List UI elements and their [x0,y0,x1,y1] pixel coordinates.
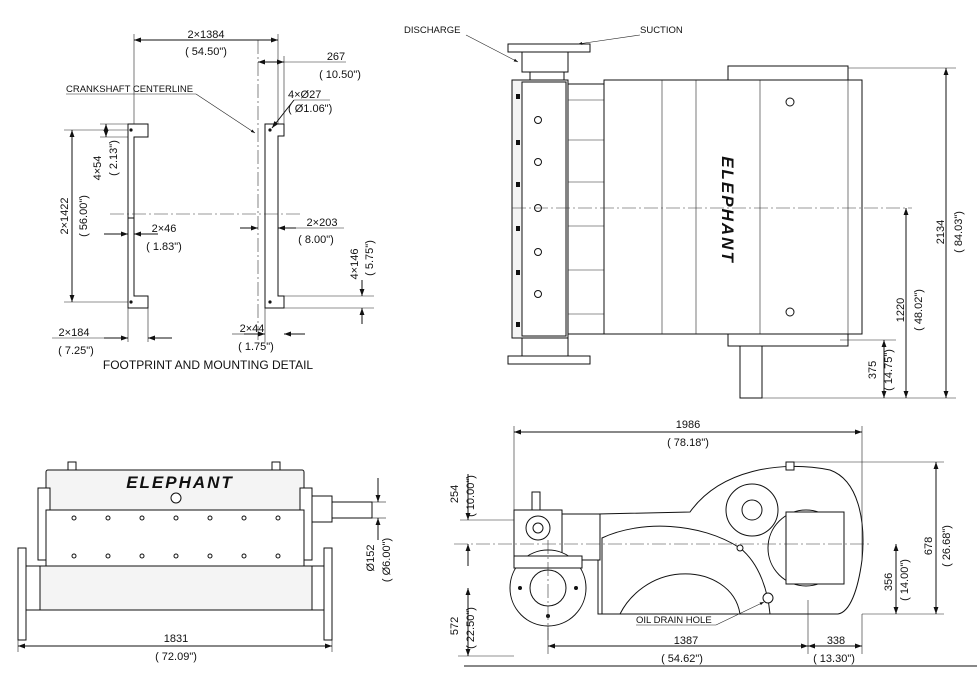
suction-manifold-bottom [521,337,569,357]
dim-267: 267 [327,51,345,63]
dim-2x44-inches: ( 1.75") [238,341,274,353]
discharge-label: DISCHARGE [404,25,460,36]
suction-label: SUCTION [640,25,683,36]
footprint-right-rail [264,123,285,309]
dim-2x46-inches: ( 1.83") [146,241,182,253]
discharge-flange-top [507,43,591,53]
dim-1986-inches: ( 78.18") [667,437,709,449]
power-end-bottom-rail [727,333,849,347]
dim-678-inches: ( 26.68") [941,525,953,567]
dim-267-inches: ( 10.50") [319,69,361,81]
front-view: ELEPHANT 1831 ( 72.09") Ø152 [17,461,393,663]
brand-logo-top-view: ELEPHANT [718,156,737,264]
dim-356: 356 [883,573,895,591]
brand-logo-front-view: ELEPHANT [126,473,234,492]
side-crosshead [559,513,601,561]
power-end-top-rail [727,65,849,81]
dim-338: 338 [827,635,845,647]
dim-375: 375 [867,361,879,379]
dim-2134-inches: ( 84.03") [953,211,965,253]
oil-drain-hole-label: OIL DRAIN HOLE [636,615,712,626]
dim-2x46: 2×46 [152,223,177,235]
dim-356-inches: ( 14.00") [899,559,911,601]
fluid-end-face [521,81,567,337]
dim-2x203-inches: ( 8.00") [298,234,334,246]
mount-hole [129,128,133,132]
dim-4x146-inches: ( 5.75") [364,240,376,276]
dim-2x44: 2×44 [240,323,265,335]
dim-678: 678 [923,537,935,555]
dim-1831-inches: ( 72.09") [155,651,197,663]
dim-254: 254 [449,485,461,503]
dim-1986: 1986 [676,419,700,431]
front-drive-shaft [331,501,373,519]
dim-1387-inches: ( 54.62") [661,653,703,665]
dim-2x184: 2×184 [59,327,90,339]
discharge-neck-top [529,71,565,81]
dim-4x54: 4×54 [92,156,104,181]
mount-hole [268,128,272,132]
dim-2x1384: 2×1384 [187,29,224,41]
mount-hole [268,300,272,304]
footprint-left-rail [127,123,149,219]
front-suction-flange-right [323,547,333,641]
suction-flange-bottom [507,355,591,365]
dim-4x-dia27: 4×Ø27 [288,89,321,101]
dim-2x203: 2×203 [307,217,338,229]
dim-4x54-inches: ( 2.13") [108,140,120,176]
dim-375-inches: ( 14.75") [883,349,895,391]
front-suction-manifold [39,565,313,611]
dim-2x1384-inches: ( 54.50") [185,46,227,58]
dim-572-inches: ( 22.50") [465,607,477,649]
dim-4x146: 4×146 [349,249,361,280]
oil-drain-hole [762,592,774,604]
crank-cover-arch [601,525,771,615]
footprint-caption: FOOTPRINT AND MOUNTING DETAIL [103,358,314,372]
top-view: ELEPHANT DISCHARGE SUCTION 2134 ( 84.03"… [404,25,965,399]
side-view: 1986 ( 78.18") 254 ( 10.00") 678 ( 26.68… [449,419,977,667]
dim-2x184-inches: ( 7.25") [58,345,94,357]
dim-dia152: Ø152 [365,545,377,572]
dim-1831: 1831 [164,633,188,645]
dim-4x-dia27-inches: ( Ø1.06") [288,103,332,115]
footprint-left-rail-lower [127,217,149,309]
drive-shaft-extension [739,345,763,399]
crosshead-section [567,83,605,335]
dim-dia152-inches: ( Ø6.00") [381,538,393,582]
front-suction-flange-left [17,547,27,641]
dim-2x1422: 2×1422 [59,197,71,234]
mount-hole [129,300,133,304]
footprint-view: 2×1384 ( 54.50") 267 ( 10.50") 4×Ø27 ( Ø… [52,29,376,372]
dim-254-inches: ( 10.00") [465,475,477,517]
front-shaft-coupling [311,495,333,523]
dim-2134: 2134 [935,220,947,244]
crankshaft-centerline-label: CRANKSHAFT CENTERLINE [66,84,193,95]
dim-572: 572 [449,617,461,635]
dim-2x1422-inches: ( 56.00") [78,195,90,237]
dim-1220-inches: ( 48.02") [913,289,925,331]
dim-1220: 1220 [895,298,907,322]
gear-cover-plate [785,511,845,585]
dim-1387: 1387 [674,635,698,647]
power-end-frame [603,79,863,335]
dim-338-inches: ( 13.30") [813,653,855,665]
discharge-manifold-top [521,51,569,73]
